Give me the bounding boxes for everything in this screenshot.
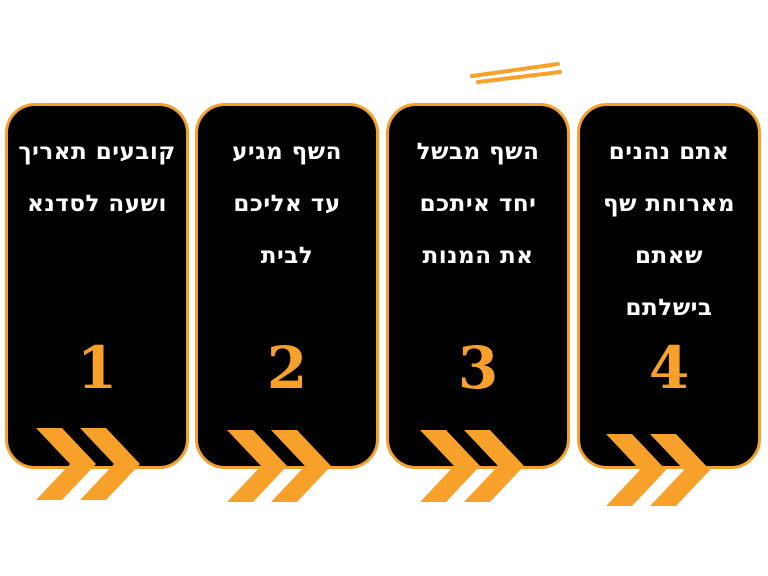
step-line: מארוחת שף <box>602 191 736 217</box>
double-chevron-icon <box>606 434 710 506</box>
step-line: קובעים תאריך <box>18 139 176 165</box>
step-line: בישלתם <box>625 295 713 321</box>
step-number: 4 <box>648 334 690 402</box>
double-chevron-icon <box>36 428 140 500</box>
step-card-2: השף מגיע עד אליכם לבית 2 <box>195 103 379 469</box>
step-line: את המנות <box>422 243 534 269</box>
step-line: אתם נהנים <box>608 139 730 165</box>
step-line: עד אליכם <box>233 191 341 217</box>
decorative-lines <box>470 62 562 84</box>
step-text: אתם נהנים מארוחת שף שאתם בישלתם <box>580 126 758 334</box>
step-line: שאתם <box>635 243 703 269</box>
step-card-3: השף מבשל יחד איתכם את המנות 3 <box>386 103 570 469</box>
step-text: השף מבשל יחד איתכם את המנות <box>389 126 567 282</box>
step-line: לבית <box>260 243 314 269</box>
step-text: השף מגיע עד אליכם לבית <box>198 126 376 282</box>
step-line: ושעה לסדנא <box>27 191 167 217</box>
step-line: השף מבשל <box>416 139 540 165</box>
step-number: 3 <box>457 334 499 402</box>
step-text: קובעים תאריך ושעה לסדנא <box>8 126 186 230</box>
step-card-1: קובעים תאריך ושעה לסדנא 1 <box>5 103 189 469</box>
double-chevron-icon <box>420 430 524 502</box>
double-chevron-icon <box>227 430 331 502</box>
step-card-4: אתם נהנים מארוחת שף שאתם בישלתם 4 <box>577 103 761 469</box>
step-number: 1 <box>76 334 118 402</box>
step-number: 2 <box>266 334 308 402</box>
step-line: יחד איתכם <box>419 191 537 217</box>
step-line: השף מגיע <box>232 139 342 165</box>
